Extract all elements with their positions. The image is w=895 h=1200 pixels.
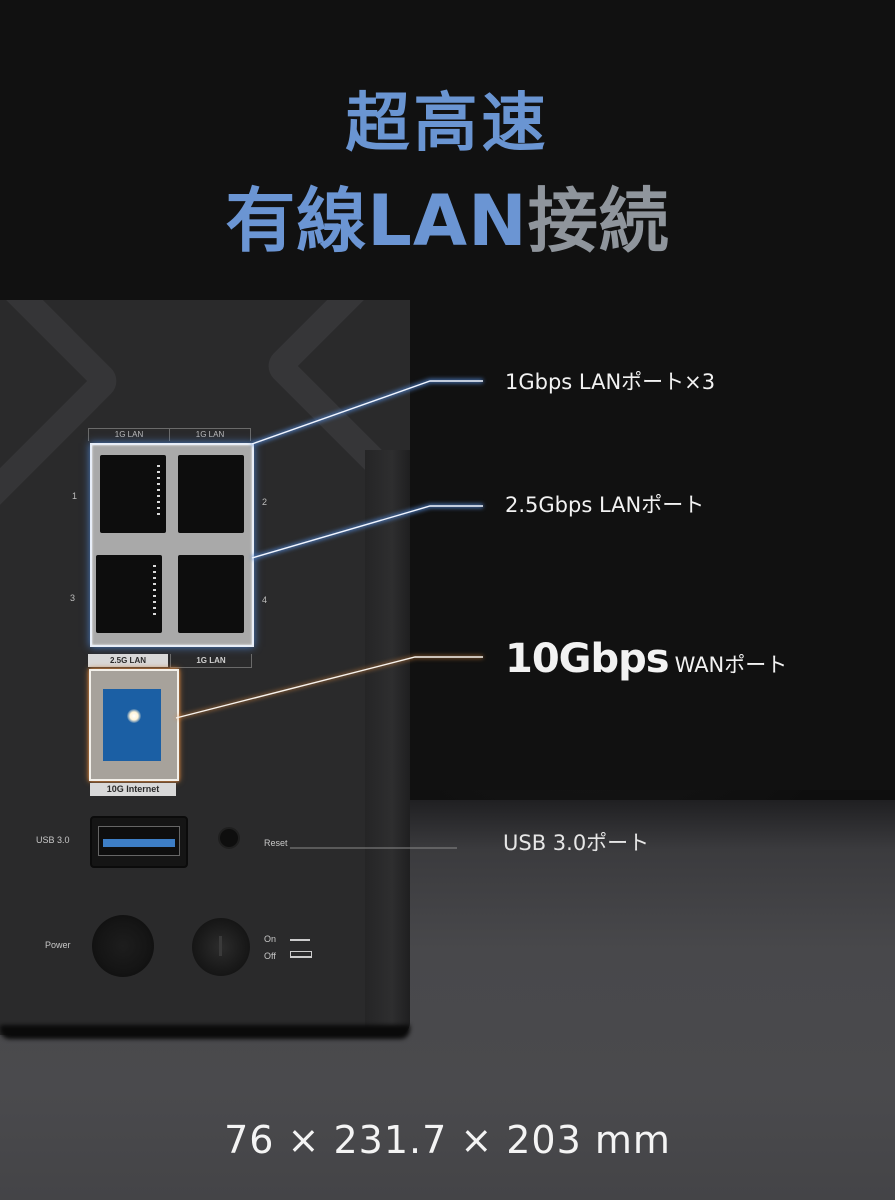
lan-label-2-5g: 2.5G LAN — [88, 654, 168, 667]
lan-label-top-left: 1G LAN — [88, 428, 170, 441]
switch-off-label: Off — [264, 951, 276, 961]
power-jack — [92, 915, 154, 977]
wan-port-light — [127, 709, 141, 723]
port-number-3: 3 — [70, 593, 76, 603]
lan-port-4 — [178, 555, 244, 633]
headline-grey-part: 接続 — [527, 180, 670, 262]
port-number-1: 1 — [72, 491, 78, 501]
power-button — [192, 918, 250, 976]
headline-blue-part: 有線LAN — [225, 180, 528, 262]
headline: 超高速 有線LAN接続 — [0, 92, 895, 256]
switch-on-icon — [290, 934, 310, 941]
lan-port-pins — [157, 465, 160, 515]
usb-port — [90, 816, 188, 868]
headline-line-2: 有線LAN接続 — [0, 186, 895, 256]
usb-port-inner — [98, 826, 180, 856]
usb-label: USB 3.0 — [36, 835, 70, 845]
lan-port-3 — [96, 555, 162, 633]
router-base-shadow — [0, 1025, 410, 1039]
power-label: Power — [45, 940, 71, 950]
router-side-edge — [365, 450, 410, 1035]
wan-label: 10G Internet — [90, 783, 176, 796]
port-number-4: 4 — [262, 595, 268, 605]
lan-label-top-right: 1G LAN — [169, 428, 251, 441]
right-background — [410, 300, 895, 790]
callout-wan-speed: 10Gbps — [505, 636, 670, 682]
reset-label: Reset — [264, 838, 288, 848]
top-background — [0, 0, 895, 300]
callout-wan-label: WANポート — [674, 653, 788, 677]
wan-port-jack — [103, 689, 161, 761]
callout-lan-2-5g: 2.5Gbps LANポート — [505, 493, 705, 517]
lan-port-2 — [178, 455, 244, 533]
product-dimensions: 76 × 231.7 × 203 mm — [224, 1118, 671, 1162]
callout-lan-1g: 1Gbps LANポート×3 — [505, 370, 716, 394]
wan-port-10g — [89, 669, 179, 781]
headline-line-1: 超高速 — [345, 87, 550, 161]
switch-off-icon — [290, 951, 312, 958]
switch-on-label: On — [264, 934, 277, 944]
lan-label-bottom-right: 1G LAN — [170, 654, 252, 668]
lan-port-group — [90, 443, 254, 647]
lan-port-1 — [100, 455, 166, 533]
usb-port-blue-tongue — [103, 839, 175, 847]
lan-port-pins — [153, 565, 156, 615]
port-number-2: 2 — [262, 497, 268, 507]
callout-usb: USB 3.0ポート — [503, 831, 650, 855]
reset-pinhole — [220, 829, 238, 847]
